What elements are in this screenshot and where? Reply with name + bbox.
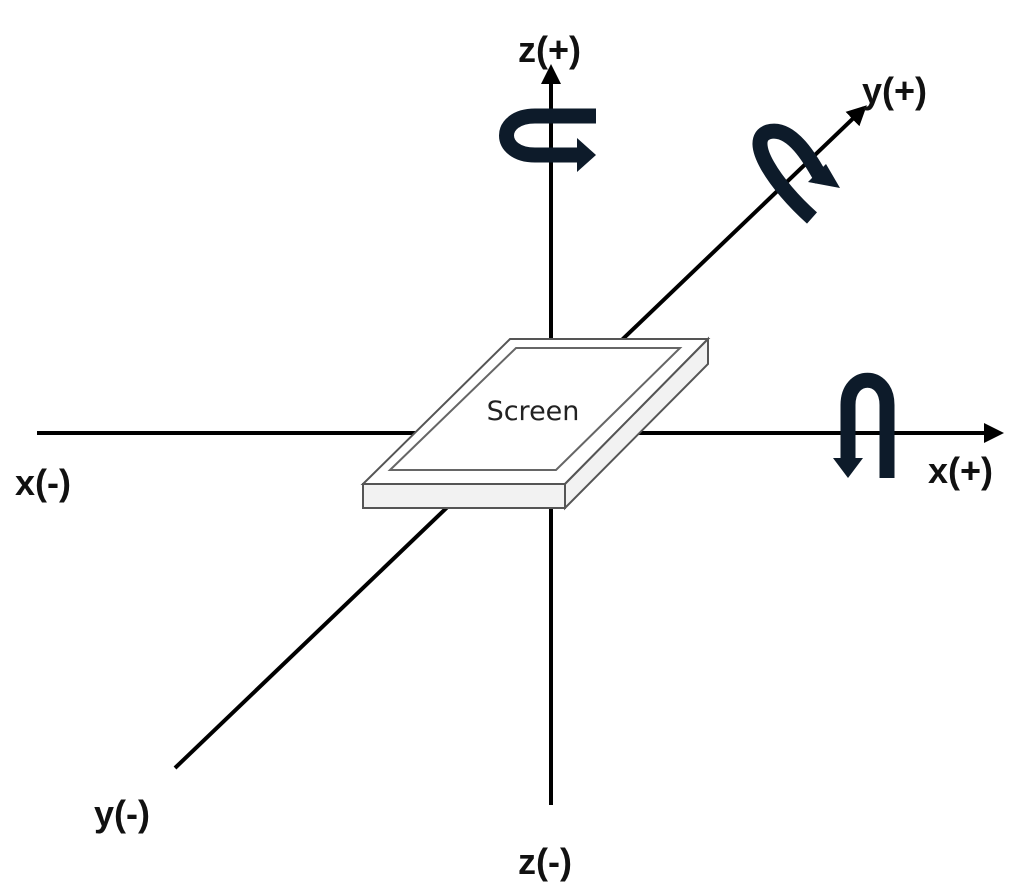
z-negative-label: z(-)	[518, 841, 572, 882]
x-rotation-arrow-icon	[833, 372, 895, 478]
screen-label: Screen	[487, 396, 580, 427]
y-positive-label: y(+)	[862, 70, 927, 111]
z-positive-label: z(+)	[518, 29, 581, 70]
device-right-side	[564, 336, 709, 511]
screen-device: Screen	[360, 336, 711, 511]
x-positive-label: x(+)	[928, 450, 993, 491]
y-negative-label: y(-)	[94, 793, 150, 834]
x-negative-label: x(-)	[15, 462, 71, 503]
device-screen-area	[387, 347, 683, 471]
device-front-side	[362, 483, 566, 509]
y-rotation-arrow-icon	[752, 123, 840, 224]
z-rotation-arrow-icon	[499, 108, 596, 172]
